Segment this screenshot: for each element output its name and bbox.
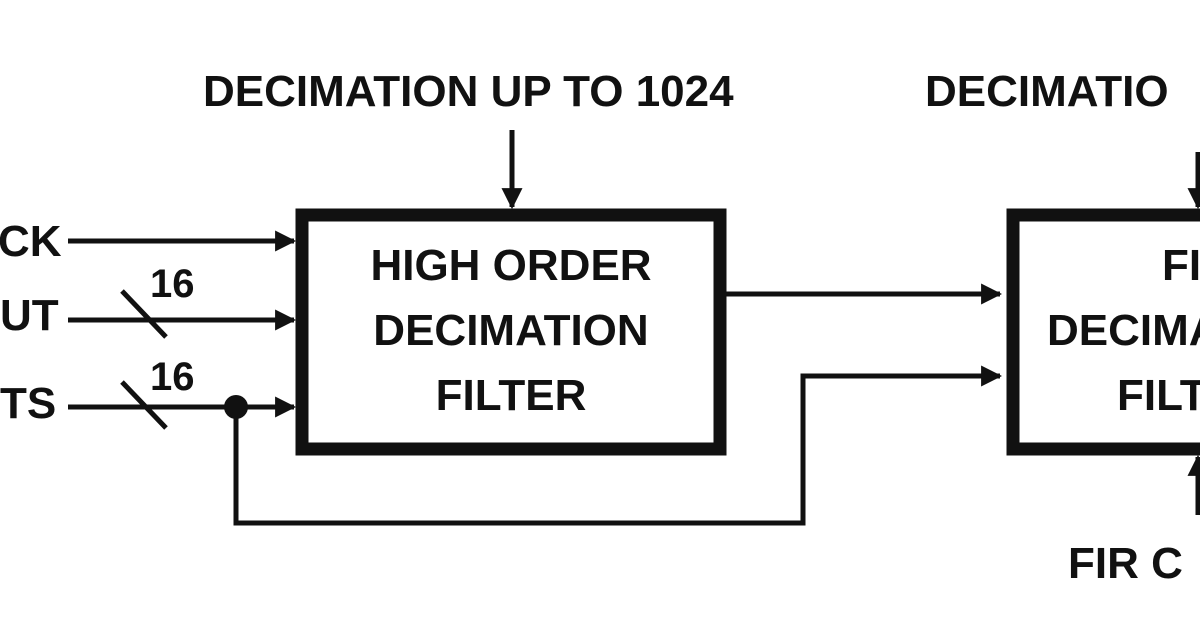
decimation-rate-label-right: DECIMATIO xyxy=(925,67,1169,116)
bus-slash-mark xyxy=(120,380,168,430)
block-label-line: HIGH ORDER xyxy=(370,241,651,290)
block-label-line: DECIMA xyxy=(1047,306,1200,355)
block-label-line: FILTER xyxy=(436,371,587,420)
data-input-label: UT xyxy=(0,291,59,340)
fir-decimation-filter-block xyxy=(1006,208,1200,456)
clock-input-label: CK xyxy=(0,217,62,266)
high-order-decimation-filter-block xyxy=(295,208,727,456)
bypass-path xyxy=(233,365,1003,526)
fir-coefficient-label: FIR C xyxy=(1068,539,1183,588)
bus-width-label: 16 xyxy=(150,355,195,399)
decimation-rate-label: DECIMATION UP TO 1024 xyxy=(203,67,734,116)
bus-width-label: 16 xyxy=(150,262,195,306)
block-label-line: FILT xyxy=(1117,371,1200,420)
block-label-line: FI xyxy=(1162,241,1200,290)
block-label-line: DECIMATION xyxy=(373,306,648,355)
bits-input-label: TS xyxy=(0,379,56,428)
bus-slash-mark xyxy=(120,289,168,339)
